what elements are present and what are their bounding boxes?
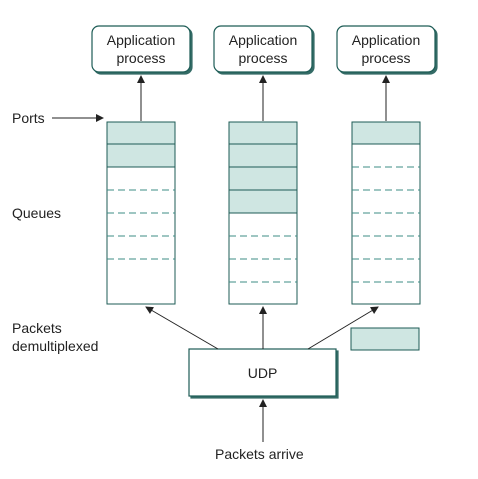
queue-3 bbox=[351, 121, 421, 305]
ports-label: Ports bbox=[12, 110, 45, 126]
packets-demux-label-line2: demultiplexed bbox=[12, 338, 99, 354]
demux-arrow-queue-1 bbox=[145, 306, 219, 350]
udp-box bbox=[188, 348, 337, 397]
queue-2-packet-slot-3 bbox=[228, 189, 298, 214]
app-process-3-line1: Application bbox=[351, 32, 421, 48]
app-process-2-line1: Application bbox=[228, 32, 298, 48]
queue-2 bbox=[228, 121, 298, 305]
app-process-box-1 bbox=[91, 25, 191, 73]
app-process-1-line1: Application bbox=[106, 32, 176, 48]
packets-arrive-label: Packets arrive bbox=[215, 446, 304, 462]
app-process-3-line2: process bbox=[361, 50, 411, 66]
app-process-2-line2: process bbox=[238, 50, 288, 66]
incoming-packet bbox=[350, 327, 420, 351]
packets-demux-label-line1: Packets bbox=[12, 320, 62, 336]
queue-1-packet-slot bbox=[106, 143, 176, 168]
demux-arrow-queue-3 bbox=[307, 306, 379, 350]
app-process-3: Application process bbox=[337, 26, 435, 72]
queue-2-packet-slot-1 bbox=[228, 143, 298, 168]
app-process-box-3 bbox=[336, 25, 436, 73]
app-process-box-2 bbox=[213, 25, 313, 73]
udp-label: UDP bbox=[247, 364, 278, 381]
app-process-1: Application process bbox=[92, 26, 190, 72]
queues-label: Queues bbox=[12, 205, 62, 221]
app-process-1-line2: process bbox=[116, 50, 166, 66]
queue-1 bbox=[106, 121, 176, 305]
queue-2-packet-slot-2 bbox=[228, 166, 298, 191]
queue-3-port-slot bbox=[351, 121, 421, 145]
queue-1-port-slot bbox=[106, 121, 176, 145]
app-process-2: Application process bbox=[214, 26, 312, 72]
queue-2-port-slot bbox=[228, 121, 298, 145]
